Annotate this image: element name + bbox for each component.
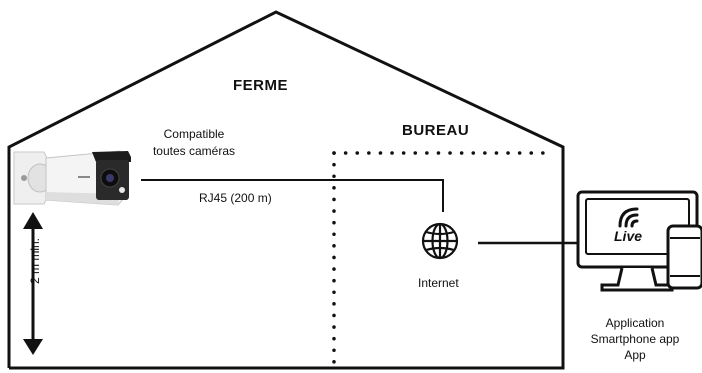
- app-caption-line3: App: [624, 348, 646, 362]
- rj45-cable: [141, 179, 444, 212]
- live-logo-text: Live: [614, 228, 643, 244]
- globe-icon: [421, 222, 459, 260]
- house-outline: [7, 10, 565, 370]
- office-title: BUREAU: [402, 122, 470, 139]
- cable-label: RJ45 (200 m): [199, 191, 272, 205]
- live-logo-icon: [618, 207, 639, 228]
- app-caption-line2: Smartphone app: [590, 332, 680, 346]
- phone-icon: [666, 224, 702, 290]
- app-caption-line1: Application: [605, 316, 665, 330]
- internet-label: Internet: [418, 276, 459, 290]
- app-caption: Application Smartphone app App: [580, 315, 690, 363]
- camera-caption-line2: toutes caméras: [152, 144, 236, 158]
- camera-icon: [13, 150, 131, 206]
- camera-caption: Compatible toutes caméras: [148, 126, 240, 160]
- camera-caption-line1: Compatible: [163, 127, 225, 141]
- height-label: 2 m min.: [28, 237, 42, 284]
- house-title: FERME: [233, 77, 288, 94]
- height-arrow: [23, 212, 43, 355]
